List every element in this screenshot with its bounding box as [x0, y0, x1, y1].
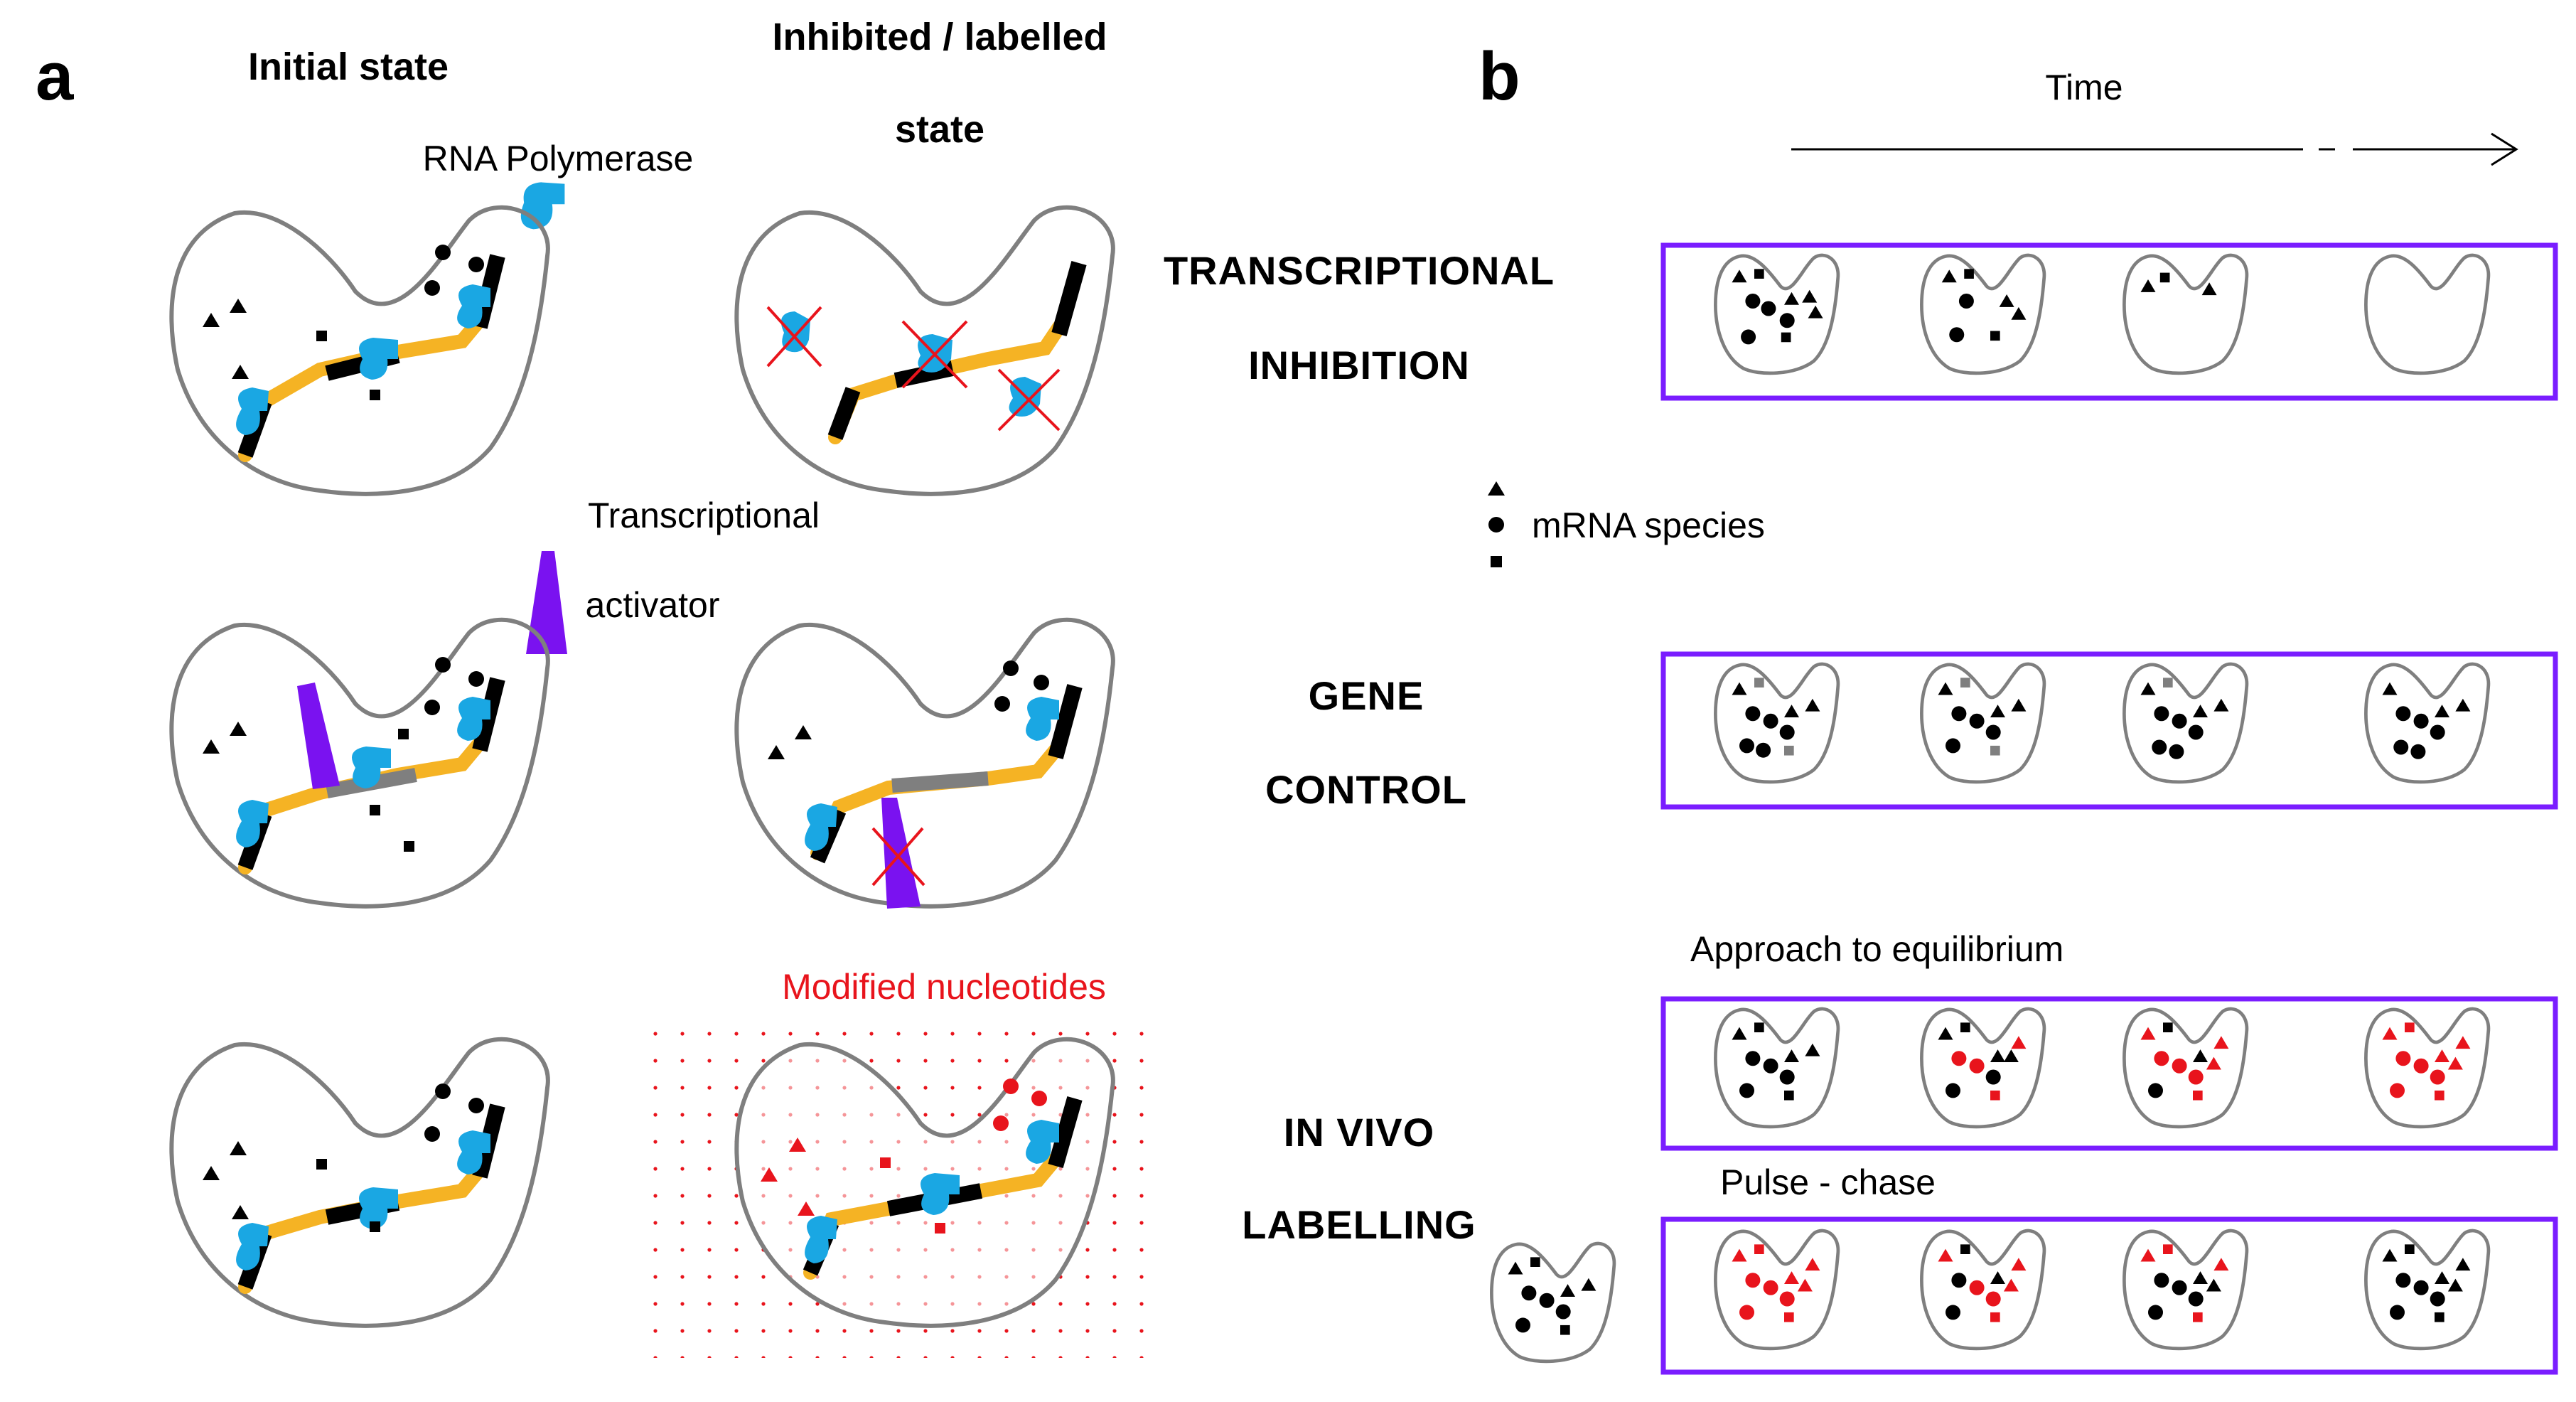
mini-cell-2 — [1920, 253, 2046, 375]
rna-polymerase-icon — [520, 182, 565, 230]
panel-a-letter: a — [36, 38, 74, 114]
time-arrow-icon — [1791, 132, 2518, 166]
process-label-1b: INHIBITION — [1248, 343, 1470, 387]
inhibition-cross-icon — [871, 827, 925, 887]
mini-cell-13 — [1714, 1229, 1840, 1351]
mini-cell-6 — [1920, 662, 2046, 784]
mini-cell-14 — [1920, 1229, 2046, 1351]
approach-label: Approach to equilibrium — [1690, 929, 2064, 969]
mini-cell-12 — [2364, 1007, 2491, 1129]
label-activator-2: activator — [586, 585, 720, 625]
column-header-inhibited-1: Inhibited / labelled — [772, 16, 1107, 58]
mini-cell-11 — [2122, 1007, 2249, 1129]
label-activator-1: Transcriptional — [588, 496, 820, 535]
process-label-3b: LABELLING — [1242, 1202, 1476, 1247]
process-label-2a: GENE — [1309, 673, 1424, 718]
mini-cell-1 — [1714, 253, 1840, 375]
label-rna-polymerase: RNA Polymerase — [423, 139, 694, 178]
panel-b-letter: b — [1478, 38, 1520, 114]
mrna-molecules-a5 — [203, 1083, 484, 1232]
mini-cell-reference — [1490, 1241, 1616, 1364]
time-label: Time — [2045, 68, 2122, 107]
inhibition-cross-icon — [766, 306, 1061, 432]
rna-polymerase-icon — [236, 697, 490, 847]
mrna-molecules-a4 — [768, 660, 1049, 759]
transcriptional-activator-icon — [526, 551, 567, 654]
rna-polymerase-icon — [236, 1130, 490, 1270]
box-approach-equilibrium — [1660, 996, 2558, 1151]
mini-cell-9 — [1714, 1007, 1840, 1129]
rna-polymerase-icon — [805, 1120, 1059, 1263]
process-label-1a: TRANSCRIPTIONAL — [1164, 248, 1555, 293]
labelled-mrna-molecules — [761, 1079, 1047, 1234]
mrna-molecules-a3 — [203, 657, 484, 852]
mini-cell-7 — [2122, 662, 2249, 784]
rna-polymerase-icon — [805, 697, 1059, 851]
cell-inhibited-row2 — [734, 617, 1115, 909]
mrna-molecules-a1 — [203, 245, 484, 400]
mini-cell-8 — [2364, 662, 2491, 784]
mini-cell-5 — [1714, 662, 1840, 784]
process-label-2b: CONTROL — [1265, 767, 1467, 812]
column-header-initial: Initial state — [248, 46, 449, 88]
mini-cell-4 — [2364, 253, 2491, 375]
pulse-chase-label: Pulse - chase — [1720, 1162, 1936, 1202]
cell-initial-row3 — [169, 1037, 550, 1328]
mini-cell-16 — [2364, 1229, 2491, 1351]
process-label-3a: IN VIVO — [1284, 1110, 1434, 1155]
column-header-inhibited-2: state — [895, 108, 984, 151]
box-gene-control — [1660, 651, 2558, 810]
label-modified-nucleotides: Modified nucleotides — [782, 967, 1106, 1007]
box-transcriptional-inhibition — [1660, 242, 2558, 401]
mini-cell-15 — [2122, 1229, 2249, 1351]
transcriptional-activator-icon — [297, 683, 340, 789]
mrna-legend — [1488, 481, 1505, 567]
legend-label: mRNA species — [1532, 505, 1765, 545]
rna-polymerase-icon — [236, 284, 490, 435]
mini-cell-10 — [1920, 1007, 2046, 1129]
box-pulse-chase — [1660, 1216, 2558, 1375]
mini-cell-3 — [2122, 253, 2249, 375]
